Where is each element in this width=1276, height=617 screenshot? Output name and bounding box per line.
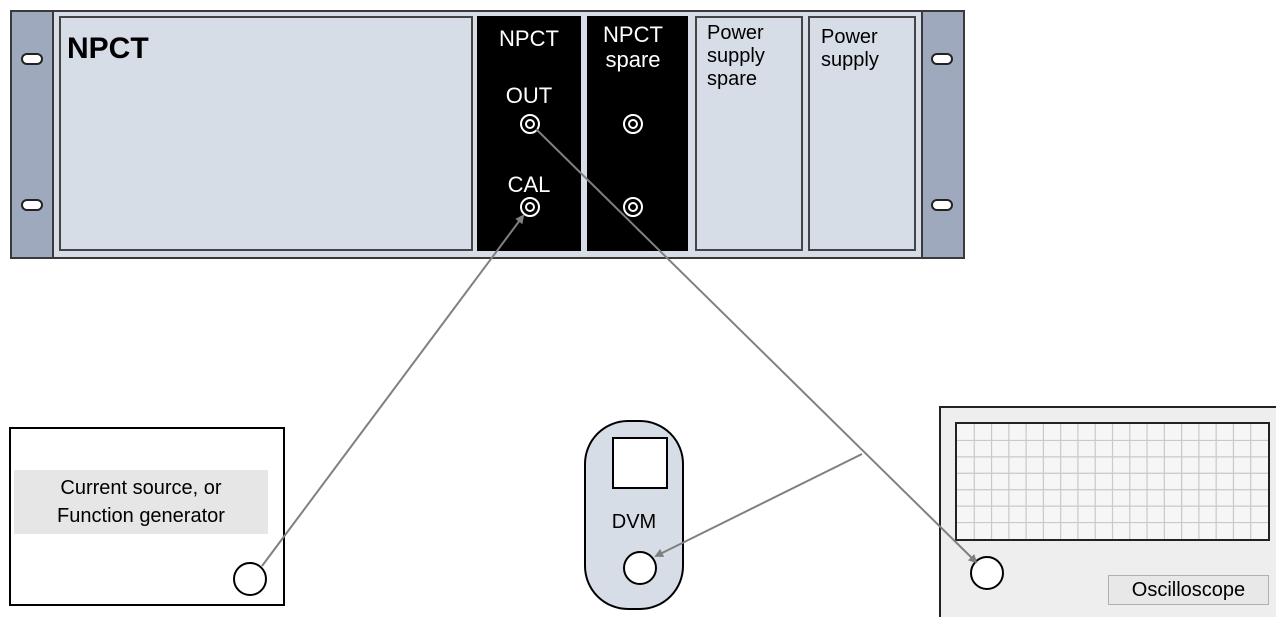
out-connector-label: OUT: [505, 83, 553, 108]
npct-module-title: NPCT: [499, 26, 559, 51]
current-source-label: Current source, or Function generator: [14, 470, 268, 534]
spare-cal-bnc-connector[interactable]: [623, 197, 643, 217]
npct-main-panel: [59, 16, 473, 251]
power-supply-spare-module: [695, 16, 803, 251]
oscilloscope-label: Oscilloscope: [1108, 575, 1269, 605]
npct-spare-title-line1: NPCT: [603, 22, 663, 47]
dvm-display: [612, 437, 668, 489]
rack-mount-slot: [931, 53, 953, 65]
power-supply-line1: Power: [821, 26, 878, 48]
cable-source-to-cal: [261, 214, 525, 567]
dvm-label: DVM: [611, 511, 657, 533]
power-supply-spare-line1: Power: [707, 22, 764, 44]
spare-out-bnc-connector[interactable]: [623, 114, 643, 134]
power-supply-line2: supply: [821, 49, 879, 71]
oscilloscope-input-connector[interactable]: [970, 556, 1004, 590]
current-source-label-line2: Function generator: [57, 505, 225, 527]
out-bnc-connector[interactable]: [520, 114, 540, 134]
power-supply-spare-line2: supply: [707, 45, 765, 67]
power-supply-module: [808, 16, 916, 251]
npct-main-title: NPCT: [67, 32, 149, 65]
cal-connector-label: CAL: [507, 172, 551, 197]
cal-bnc-connector[interactable]: [520, 197, 540, 217]
rack-ear-right: [921, 10, 965, 259]
cable-branch-to-dvm: [654, 453, 863, 557]
rack-ear-left: [10, 10, 54, 259]
rack-mount-slot: [931, 199, 953, 211]
dvm-input-connector[interactable]: [623, 551, 657, 585]
rack-mount-slot: [21, 199, 43, 211]
oscilloscope-grid: [957, 424, 1268, 539]
npct-spare-title-line2: spare: [605, 47, 661, 72]
rack-mount-slot: [21, 53, 43, 65]
current-source-label-line1: Current source, or: [60, 477, 222, 499]
cable-out-to-oscilloscope: [535, 128, 978, 564]
power-supply-spare-line3: spare: [707, 68, 758, 90]
current-source-output-connector[interactable]: [233, 562, 267, 596]
